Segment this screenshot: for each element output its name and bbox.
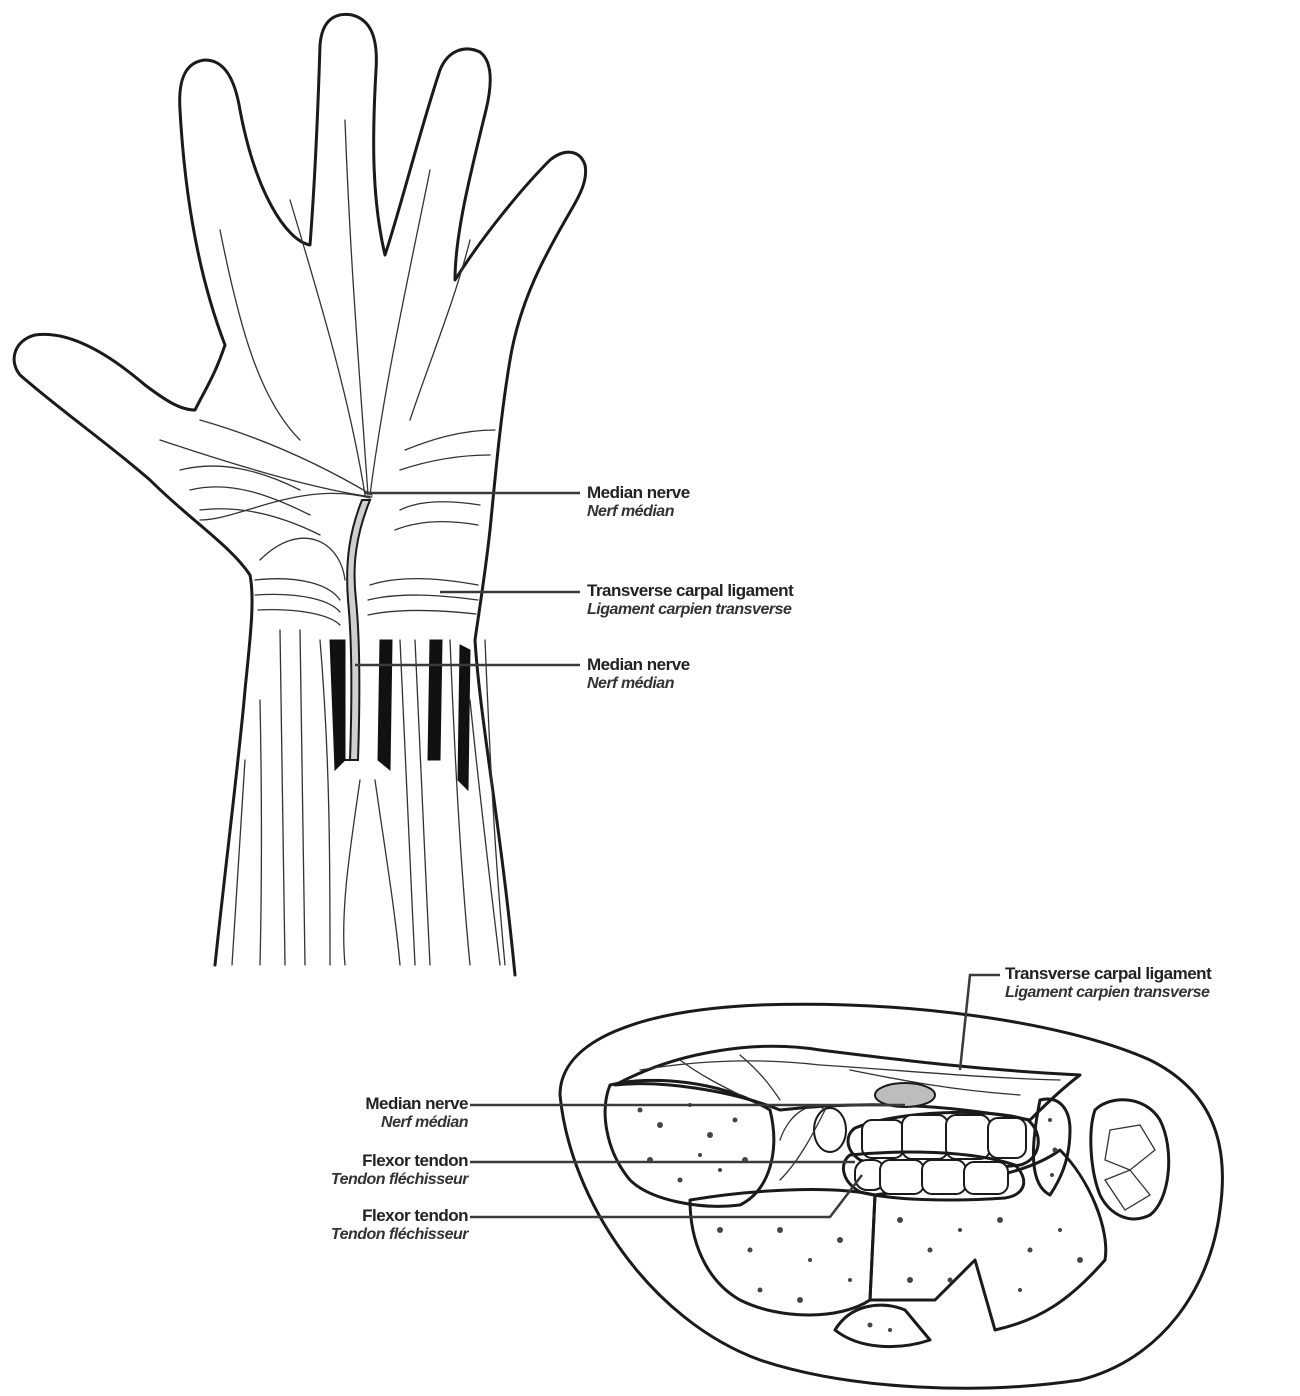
- forearm-tendons: [232, 630, 505, 965]
- bone-bottom-left: [690, 1190, 875, 1315]
- label-hand-median-nerve-2: Median nerve Nerf médian: [587, 655, 690, 693]
- hand-outline: [14, 14, 586, 975]
- ligament-hatching: [640, 1055, 1060, 1100]
- nerve-branch: [410, 240, 470, 420]
- label-en: Transverse carpal ligament: [1005, 964, 1211, 984]
- label-hand-transverse-ligament: Transverse carpal ligament Ligament carp…: [587, 581, 793, 619]
- nerve-branch: [220, 230, 300, 440]
- nerve-branch: [260, 538, 345, 580]
- label-hand-median-nerve-1: Median nerve Nerf médian: [587, 483, 690, 521]
- label-section-median-nerve: Median nerve Nerf médian: [365, 1094, 468, 1132]
- nerve-branch: [200, 493, 370, 520]
- label-section-transverse-ligament: Transverse carpal ligament Ligament carp…: [1005, 964, 1211, 1002]
- bone-bottom-small: [835, 1305, 930, 1346]
- bone-right: [1091, 1100, 1169, 1219]
- label-section-flexor-tendon-1: Flexor tendon Tendon fléchisseur: [331, 1151, 468, 1189]
- wrist-cross-section: [470, 975, 1222, 1388]
- hand-drawing: [14, 14, 586, 975]
- label-fr: Nerf médian: [587, 675, 690, 693]
- label-en: Median nerve: [587, 655, 690, 675]
- label-fr: Tendon fléchisseur: [331, 1226, 468, 1244]
- nerve-branch: [345, 120, 368, 495]
- label-fr: Ligament carpien transverse: [587, 601, 793, 619]
- label-fr: Tendon fléchisseur: [331, 1171, 468, 1189]
- tendons-lower: [855, 1160, 1008, 1194]
- fpl-tendon: [814, 1108, 846, 1152]
- label-en: Transverse carpal ligament: [587, 581, 793, 601]
- label-en: Median nerve: [365, 1094, 468, 1114]
- label-section-flexor-tendon-2: Flexor tendon Tendon fléchisseur: [331, 1206, 468, 1244]
- label-fr: Nerf médian: [365, 1114, 468, 1132]
- carpal-ligament-hatching: [255, 579, 478, 625]
- nerve-branch: [160, 440, 372, 497]
- leader-section-ligament: [960, 975, 1000, 1070]
- nerve-branch: [290, 200, 365, 495]
- bone-right-texture: [1105, 1125, 1155, 1210]
- label-en: Median nerve: [587, 483, 690, 503]
- label-fr: Ligament carpien transverse: [1005, 984, 1211, 1002]
- palm-hatching: [180, 430, 495, 535]
- label-en: Flexor tendon: [331, 1206, 468, 1226]
- label-fr: Nerf médian: [587, 503, 690, 521]
- label-en: Flexor tendon: [331, 1151, 468, 1171]
- leader-section-flexor-tendon-2: [470, 1175, 862, 1217]
- section-median-nerve-shape: [875, 1083, 935, 1107]
